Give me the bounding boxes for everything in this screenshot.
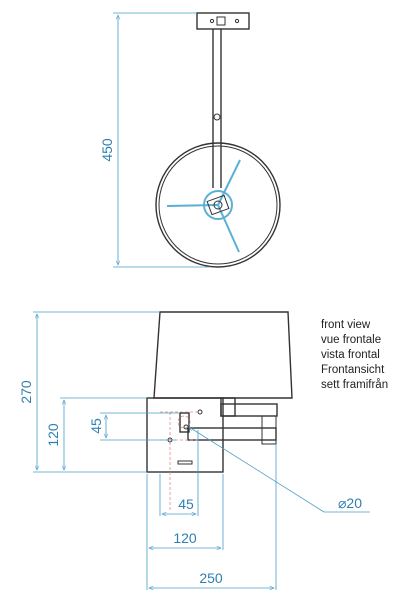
- lamp-shade: [153, 311, 293, 399]
- switch-hole: [177, 415, 191, 429]
- dimension-label-45-vertical: 45: [88, 418, 104, 434]
- wall-plate: [196, 12, 250, 30]
- view-label-spanish: vista frontal: [321, 349, 380, 361]
- socket-hub: [203, 190, 233, 220]
- dimension-label-250: 250: [199, 570, 223, 586]
- dimension-label-diameter: ⌀20: [338, 495, 362, 511]
- view-label-french: vue frontale: [321, 334, 381, 346]
- dimension-label-120-vertical: 120: [45, 423, 61, 447]
- top-view: 450: [99, 12, 281, 268]
- view-label-german: Frontansicht: [321, 364, 385, 376]
- diameter-leader: [189, 427, 325, 513]
- front-view: 270 120 45 45 120 250 ⌀20 front view vue…: [18, 311, 388, 590]
- dimension-label-45-horizontal: 45: [178, 496, 194, 512]
- switch: [179, 412, 190, 433]
- dimension-label-120-horizontal: 120: [173, 530, 197, 546]
- dimension-label-270: 270: [18, 380, 34, 404]
- view-label-english: front view: [321, 319, 371, 331]
- view-label-swedish: sett framifrån: [321, 379, 388, 391]
- dimension-label-450: 450: [99, 138, 115, 162]
- swing-arm-upper: [220, 403, 278, 417]
- arm-joint: [213, 113, 221, 121]
- shade-outline: [155, 142, 281, 268]
- wall-base: [146, 397, 224, 473]
- swing-arm-lower: [187, 427, 277, 441]
